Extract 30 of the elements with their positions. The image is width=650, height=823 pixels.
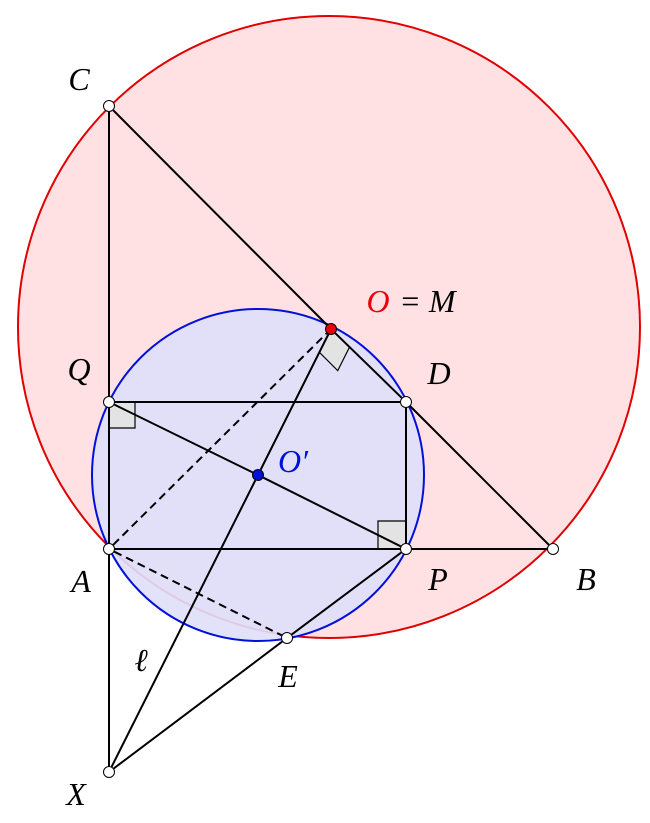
line-label: ℓ xyxy=(134,643,148,677)
segment xyxy=(113,640,283,770)
segment xyxy=(108,112,110,396)
point-label: Q xyxy=(67,351,91,387)
dashed-segment xyxy=(114,550,282,636)
point-label: C xyxy=(68,61,90,97)
segment xyxy=(108,408,110,543)
segment xyxy=(334,332,402,399)
segment xyxy=(412,548,547,550)
segment xyxy=(112,110,328,326)
point-label: B xyxy=(576,561,596,597)
point-label: O xyxy=(366,283,390,319)
segment xyxy=(115,548,400,550)
segment xyxy=(114,404,254,474)
segment xyxy=(405,408,407,543)
point-label: P xyxy=(428,561,448,597)
segment xyxy=(410,406,550,546)
segment xyxy=(115,401,400,403)
segment xyxy=(108,555,110,766)
segment xyxy=(291,552,402,636)
point-label: D xyxy=(427,355,451,391)
point-label: = M xyxy=(399,283,456,319)
point-label: E xyxy=(278,658,298,694)
point-label: X xyxy=(66,776,86,812)
point-label: O′ xyxy=(278,443,308,479)
segment xyxy=(262,476,402,548)
segment xyxy=(110,480,256,768)
dashed-segment xyxy=(112,332,328,546)
point-label: A xyxy=(71,563,91,599)
segment xyxy=(260,334,330,470)
